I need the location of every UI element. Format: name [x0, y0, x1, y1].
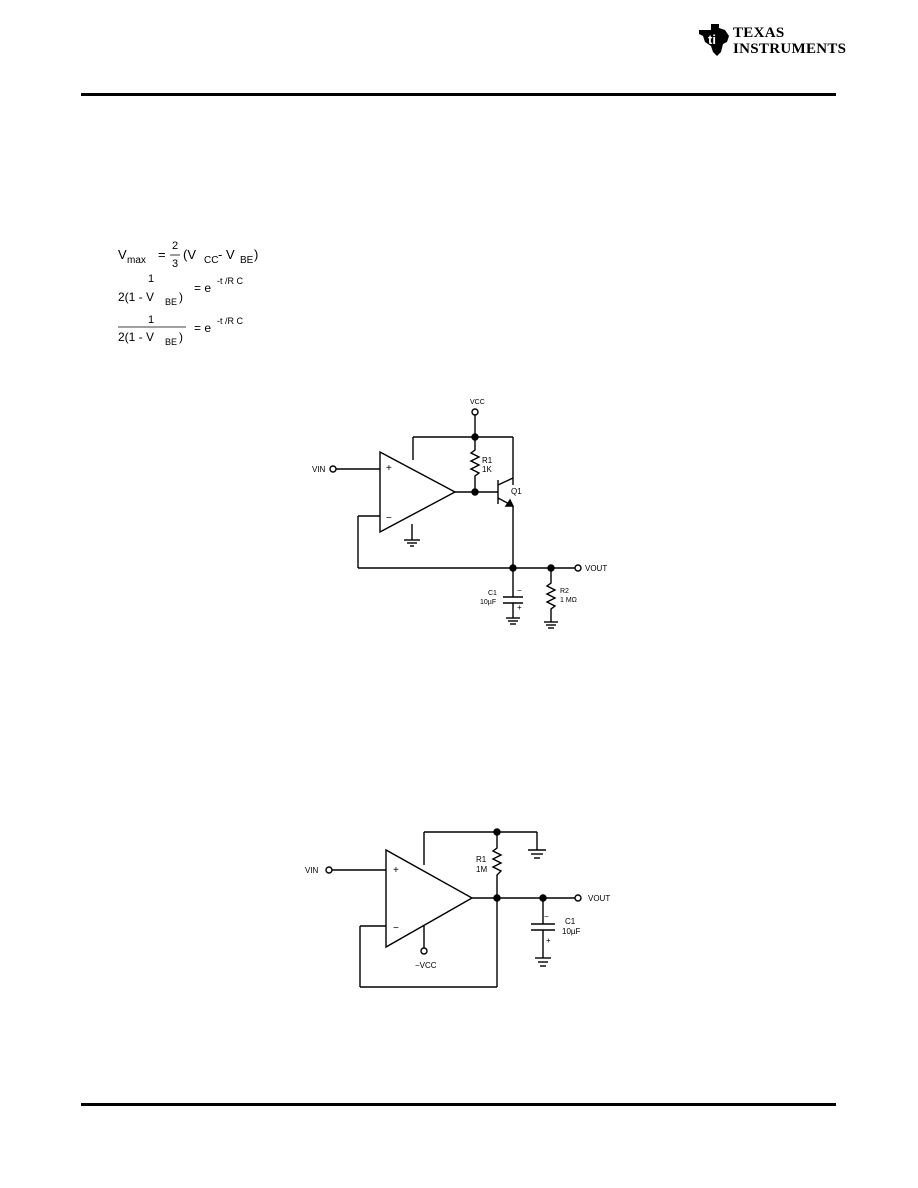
eq3-den-sub: BE — [165, 337, 177, 347]
c1-label: C1 — [488, 590, 497, 597]
opamp-2 — [385, 848, 474, 949]
equation-vmax: V max = 2 3 (V CC - V BE ) — [118, 240, 258, 270]
r1-value: 1K — [482, 465, 492, 474]
vin-label-2: VIN — [305, 866, 319, 875]
r2-label: R2 — [560, 588, 569, 595]
texas-instruments-logo: ti TEXAS INSTRUMENTS — [697, 22, 846, 62]
c1-label-2: C1 — [565, 917, 576, 926]
svg-text:ti: ti — [708, 32, 716, 47]
c1-minus-sign: − — [517, 586, 522, 595]
equations: V max = 2 3 (V CC - V BE ) 1 2(1 - V BE … — [118, 240, 258, 347]
opamp-1 — [379, 450, 457, 534]
eq3-eq: = e — [194, 321, 211, 335]
opamp1-minus: − — [386, 513, 392, 524]
eq3-exp: -t /R C — [217, 316, 243, 326]
opamp2-minus: − — [393, 923, 399, 934]
eq2-exp: -t /R C — [217, 276, 243, 286]
eq1-close: ) — [254, 247, 258, 262]
schematic-buffered-integrator: R1 1M + − VIN VOUT −VCC − + C1 10µF — [305, 828, 610, 988]
vout-label-2: VOUT — [588, 894, 610, 903]
r1-value-2: 1M — [476, 865, 487, 874]
eq1-frac-num: 2 — [172, 240, 178, 252]
eq1-eq: = — [158, 247, 166, 262]
eq3-den-close: ) — [179, 330, 183, 344]
eq1-rhs-sub2: BE — [240, 255, 254, 266]
eq2-den-sub: BE — [165, 297, 177, 307]
c1-plus-sign-2: + — [546, 936, 551, 945]
eq1-lhs-sub: max — [127, 255, 146, 266]
eq3-num: 1 — [148, 314, 154, 326]
ti-state-icon: ti — [699, 24, 729, 56]
eq3-den: 2(1 - V — [118, 330, 154, 344]
neg-vcc-label: −VCC — [415, 961, 437, 970]
eq1-lhs: V — [118, 247, 127, 262]
q1-label: Q1 — [511, 487, 522, 496]
r1-label-2: R1 — [476, 855, 487, 864]
eq2-eq: = e — [194, 281, 211, 295]
eq2-den: 2(1 - V — [118, 290, 154, 304]
header-rule — [81, 93, 836, 96]
eq2-num: 1 — [148, 273, 154, 285]
c1-minus-sign-2: − — [544, 912, 549, 921]
c1-value-2: 10µF — [562, 927, 581, 936]
eq1-frac-den: 3 — [172, 258, 178, 270]
c1-value: 10µF — [480, 599, 496, 606]
r1-label: R1 — [482, 456, 493, 465]
c1-plus-sign: + — [517, 603, 522, 612]
eq1-rhs: (V — [183, 247, 196, 262]
eq1-rhs-sub1: CC — [204, 255, 218, 266]
vin-label: VIN — [312, 465, 326, 474]
vcc-label: VCC — [470, 399, 485, 406]
eq1-minus: - V — [218, 247, 235, 262]
logo-text-texas: TEXAS — [733, 25, 785, 41]
logo-text-instruments: INSTRUMENTS — [733, 41, 847, 57]
equation-3: 1 2(1 - V BE ) = e -t /R C — [118, 314, 243, 347]
opamp1-plus: + — [386, 463, 392, 474]
schematic-peak-detector: VCC R1 1K + − VIN Q1 VOUT − + C1 10µF — [312, 399, 607, 629]
footer-rule — [81, 1103, 836, 1106]
vout-label: VOUT — [585, 564, 607, 573]
equation-2: 1 2(1 - V BE ) = e -t /R C — [118, 273, 243, 307]
eq2-den-close: ) — [179, 290, 183, 304]
r2-value: 1 MΩ — [560, 597, 577, 604]
opamp2-plus: + — [393, 865, 399, 876]
